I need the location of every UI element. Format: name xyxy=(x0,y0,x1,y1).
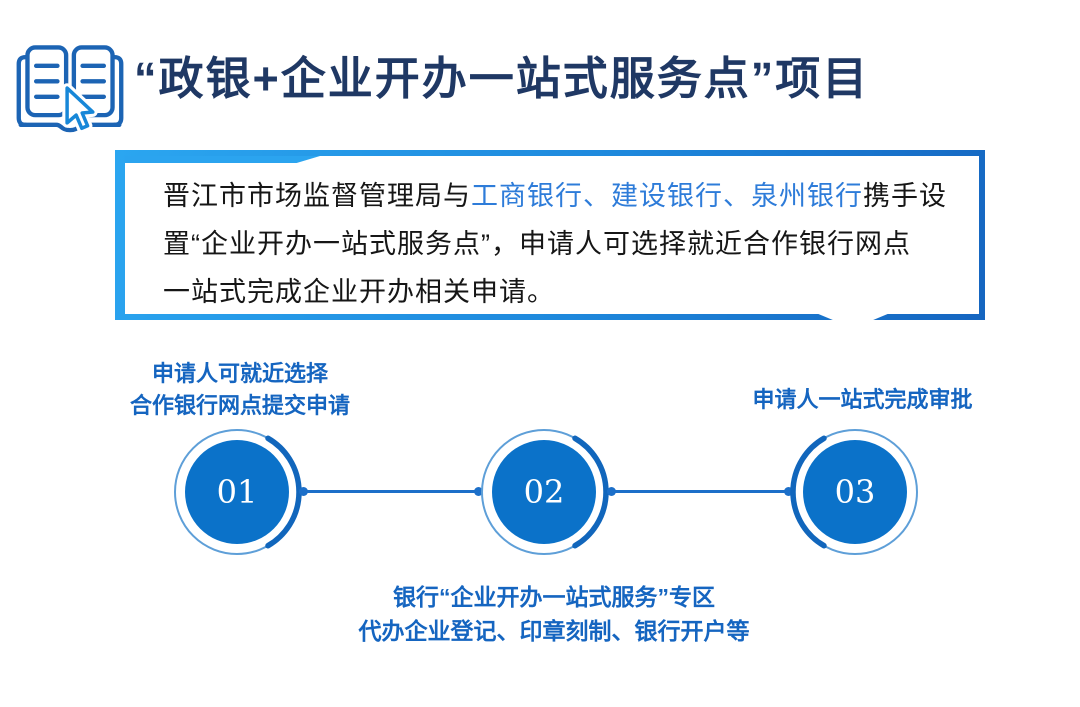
step1-label-line2: 合作银行网点提交申请 xyxy=(129,393,350,418)
step3-number: 03 xyxy=(835,473,876,511)
bank-separator: 、 xyxy=(723,181,751,211)
page-title: “政银+企业开办一站式服务点”项目 xyxy=(134,53,870,104)
step3-label: 申请人一站式完成审批 xyxy=(705,384,1020,416)
step3-circle: 03 xyxy=(785,422,925,562)
open-book-cursor-icon xyxy=(12,34,128,146)
bank-name-ccb: 建设银行 xyxy=(611,181,723,211)
bank-separator: 、 xyxy=(583,181,611,211)
step1-number: 01 xyxy=(217,473,258,511)
intro-box-body: 晋江市市场监督管理局与工商银行、建设银行、泉州银行携手设 置“企业开办一站式服务… xyxy=(125,156,979,314)
step2-label: 银行“企业开办一站式服务”专区 代办企业登记、印章刻制、银行开户等 xyxy=(338,580,770,648)
step2-label-line1: 银行“企业开办一站式服务”专区 xyxy=(393,584,715,610)
intro-line-2: 置“企业开办一站式服务点”，申请人可选择就近合作银行网点 xyxy=(163,229,911,259)
step1-label-line1: 申请人可就近选择 xyxy=(151,361,328,386)
bank-name-quanzhou: 泉州银行 xyxy=(751,181,863,211)
step2-number: 02 xyxy=(524,473,565,511)
box-top-accent-decoration xyxy=(125,156,320,163)
connector-step1-step2 xyxy=(299,487,483,496)
intro-box: 晋江市市场监督管理局与工商银行、建设银行、泉州银行携手设 置“企业开办一站式服务… xyxy=(115,150,985,321)
intro-line-1: 晋江市市场监督管理局与工商银行、建设银行、泉州银行携手设 xyxy=(163,172,979,220)
bank-name-icbc: 工商银行 xyxy=(471,181,583,211)
intro-line1-prefix: 晋江市市场监督管理局与 xyxy=(163,181,471,211)
step1-circle: 01 xyxy=(167,422,307,562)
intro-line-3: 一站式完成企业开办相关申请。 xyxy=(163,277,555,307)
box-bottom-notch-decoration xyxy=(816,313,890,321)
connector-step2-step3 xyxy=(607,487,793,496)
intro-line1-suffix: 携手设 xyxy=(863,181,947,211)
step2-label-line2: 代办企业登记、印章刻制、银行开户等 xyxy=(358,618,750,644)
step3-label-line1: 申请人一站式完成审批 xyxy=(752,387,973,412)
step1-label: 申请人可就近选择 合作银行网点提交申请 xyxy=(95,358,385,422)
step2-circle: 02 xyxy=(474,422,614,562)
